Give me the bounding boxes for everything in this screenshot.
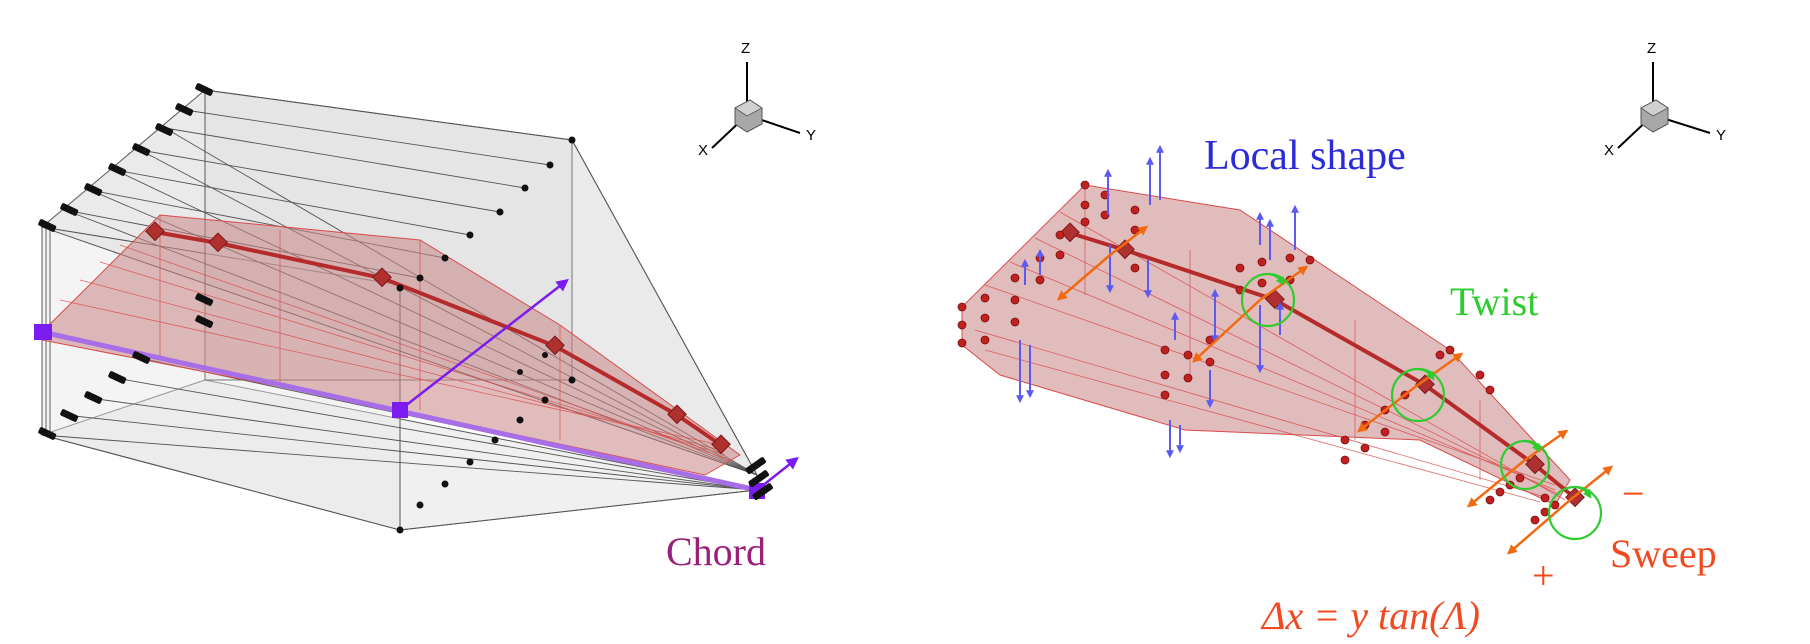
left-axis-y-label: Y (806, 127, 817, 144)
sweep-plus-sign: + (1532, 553, 1555, 598)
left-wing-surface (41, 214, 741, 476)
chord-label: Chord (666, 529, 766, 574)
local-shape-label: Local shape (1204, 133, 1406, 179)
left-axis-z-label: Z (741, 40, 751, 57)
right-wing-surface (961, 184, 1571, 506)
right-axis-z-label: Z (1647, 40, 1657, 57)
left-axis-triad (711, 62, 801, 149)
right-spine (1069, 231, 1577, 500)
right-axis-triad (1617, 62, 1711, 149)
left-ffd-lattice (34, 62, 801, 534)
right-axis-y-label: Y (1716, 127, 1727, 144)
chord-arrow-tip (756, 456, 799, 491)
sweep-equation: Δx = y tan(Λ) (1262, 593, 1480, 638)
twist-label: Twist (1450, 279, 1539, 324)
sweep-minus-sign: − (1622, 471, 1645, 516)
chord-arrow-main (399, 278, 569, 411)
right-wing (957, 62, 1711, 555)
lattice-control-points (38, 83, 773, 534)
left-axis-x-label: X (698, 142, 709, 159)
sweep-label: Sweep (1610, 531, 1717, 576)
twist-circles (1240, 272, 1603, 541)
shape-control-points (957, 180, 1560, 525)
local-shape-arrows (1016, 144, 1299, 459)
left-spine-nodes (145, 221, 731, 455)
right-axis-x-label: X (1604, 142, 1615, 159)
right-wing-grid (974, 185, 1566, 503)
left-spine (154, 230, 723, 447)
